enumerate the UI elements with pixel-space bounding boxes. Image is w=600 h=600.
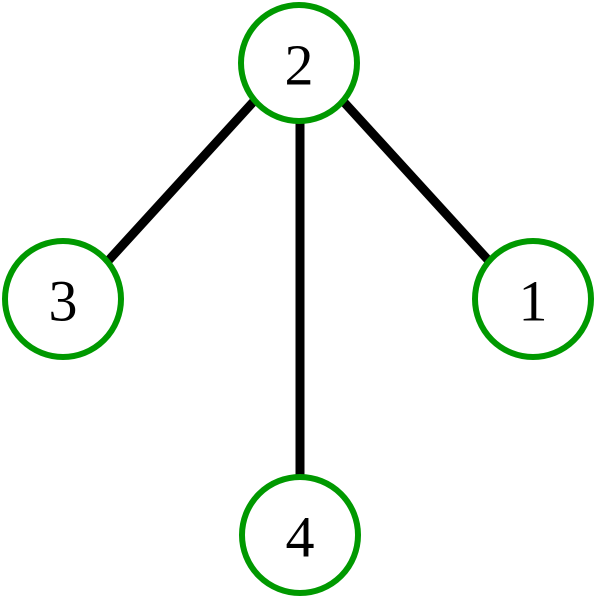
node-2-circle[interactable] [238, 2, 360, 124]
edge-2-1[interactable] [338, 96, 493, 265]
node-1-label: 1 [519, 269, 548, 334]
node-4-label: 4 [286, 505, 315, 570]
node-1[interactable]: 1 [472, 238, 594, 360]
node-3-circle[interactable] [2, 238, 124, 360]
node-4-circle[interactable] [239, 474, 361, 596]
node-1-circle[interactable] [472, 238, 594, 360]
node-3-label: 3 [49, 269, 78, 334]
node-3[interactable]: 3 [2, 238, 124, 360]
node-2-label: 2 [285, 33, 314, 98]
node-4[interactable]: 4 [239, 474, 361, 596]
edge-group [104, 96, 493, 477]
edge-2-3[interactable] [104, 96, 259, 265]
node-2[interactable]: 2 [238, 2, 360, 124]
node-group: 2 3 1 4 [2, 2, 594, 596]
